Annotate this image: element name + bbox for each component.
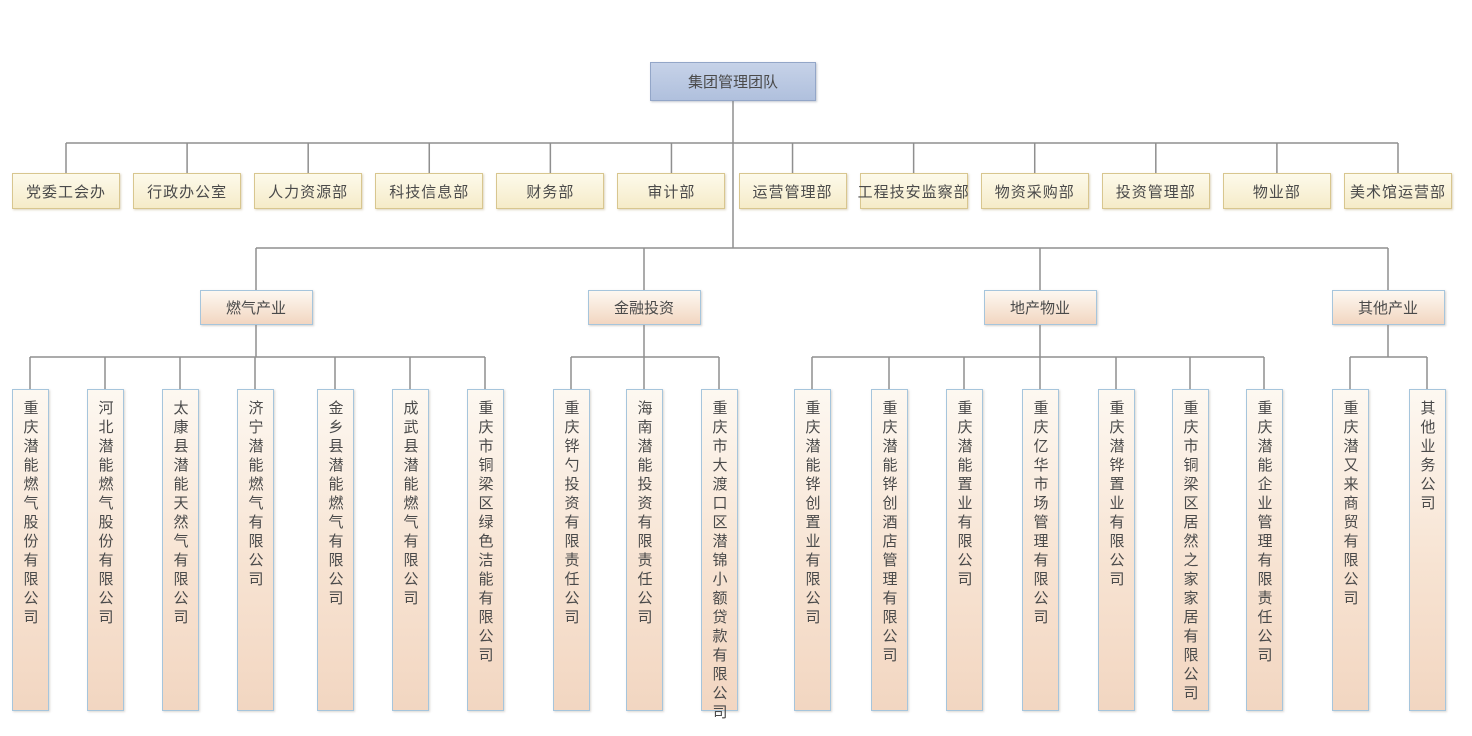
company-node-label: 重庆潜能燃气股份有限公司 — [21, 400, 39, 628]
department-node-label: 投资管理部 — [1115, 183, 1196, 201]
department-node: 工程技安监察部 — [857, 173, 970, 209]
department-node-label: 行政办公室 — [147, 183, 228, 201]
department-node: 物业部 — [1222, 173, 1331, 209]
department-node: 科技信息部 — [375, 173, 484, 209]
department-node-label: 工程技安监察部 — [857, 183, 970, 201]
department-node: 投资管理部 — [1101, 173, 1210, 209]
department-node-label: 财务部 — [526, 183, 575, 201]
department-node: 物资采购部 — [980, 173, 1089, 209]
department-node-label: 审计部 — [647, 183, 696, 201]
company-node: 其他业务公司 — [1408, 389, 1446, 711]
group-node-label: 地产物业 — [1009, 300, 1070, 317]
company-node: 河北潜能燃气股份有限公司 — [86, 389, 124, 711]
company-node-label: 成武县潜能燃气有限公司 — [401, 400, 419, 609]
department-node-label: 人力资源部 — [268, 183, 349, 201]
company-node: 重庆亿华市场管理有限公司 — [1021, 389, 1059, 711]
connector-path — [29, 101, 1428, 389]
department-node: 行政办公室 — [133, 173, 242, 209]
company-node-label: 重庆市铜梁区居然之家家居有限公司 — [1181, 400, 1199, 704]
company-node: 金乡县潜能燃气有限公司 — [316, 389, 354, 711]
company-node-label: 重庆潜能企业管理有限责任公司 — [1255, 400, 1273, 666]
company-node-label: 海南潜能投资有限责任公司 — [635, 400, 653, 628]
department-node-label: 美术馆运营部 — [1349, 183, 1446, 201]
company-node-label: 重庆潜能铧创酒店管理有限公司 — [880, 400, 898, 666]
group-node: 燃气产业 — [199, 290, 313, 325]
company-node: 重庆潜铧置业有限公司 — [1097, 389, 1135, 711]
company-node-label: 重庆潜能铧创置业有限公司 — [803, 400, 821, 628]
department-node-label: 党委工会办 — [25, 183, 106, 201]
company-node: 太康县潜能天然气有限公司 — [161, 389, 199, 711]
root-node-label: 集团管理团队 — [687, 74, 778, 91]
company-node-label: 重庆市大渡口区潜锦小额贷款有限公司 — [710, 400, 728, 723]
company-node-label: 重庆潜又来商贸有限公司 — [1341, 400, 1359, 609]
department-node-label: 物资采购部 — [994, 183, 1075, 201]
department-node: 党委工会办 — [12, 173, 120, 209]
company-node-label: 河北潜能燃气股份有限公司 — [96, 400, 114, 628]
department-node: 运营管理部 — [738, 173, 847, 209]
group-node-label: 燃气产业 — [225, 300, 286, 317]
company-node: 重庆潜能铧创置业有限公司 — [793, 389, 831, 711]
group-node: 其他产业 — [1331, 290, 1445, 325]
company-node-label: 济宁潜能燃气有限公司 — [246, 400, 264, 590]
company-node: 重庆市铜梁区绿色洁能有限公司 — [466, 389, 504, 711]
department-node-label: 运营管理部 — [752, 183, 833, 201]
department-node-label: 物业部 — [1252, 183, 1301, 201]
root-node: 集团管理团队 — [650, 62, 816, 101]
group-node: 地产物业 — [983, 290, 1097, 325]
company-node: 重庆潜能燃气股份有限公司 — [11, 389, 49, 711]
company-node-label: 重庆亿华市场管理有限公司 — [1031, 400, 1049, 628]
company-node-label: 其他业务公司 — [1418, 400, 1436, 514]
department-node-label: 科技信息部 — [389, 183, 470, 201]
company-node: 重庆潜又来商贸有限公司 — [1331, 389, 1369, 711]
department-node: 财务部 — [496, 173, 605, 209]
department-node: 美术馆运营部 — [1343, 173, 1452, 209]
company-node: 重庆市铜梁区居然之家家居有限公司 — [1171, 389, 1209, 711]
group-node-label: 其他产业 — [1357, 300, 1418, 317]
company-node-label: 重庆铧勺投资有限责任公司 — [562, 400, 580, 628]
company-node: 重庆潜能企业管理有限责任公司 — [1245, 389, 1283, 711]
company-node: 重庆潜能置业有限公司 — [945, 389, 983, 711]
company-node-label: 太康县潜能天然气有限公司 — [171, 400, 189, 628]
group-node-label: 金融投资 — [613, 300, 674, 317]
company-node: 重庆潜能铧创酒店管理有限公司 — [870, 389, 908, 711]
company-node: 重庆铧勺投资有限责任公司 — [552, 389, 590, 711]
group-node: 金融投资 — [587, 290, 701, 325]
company-node-label: 重庆市铜梁区绿色洁能有限公司 — [476, 400, 494, 666]
department-node: 审计部 — [617, 173, 726, 209]
company-node: 济宁潜能燃气有限公司 — [236, 389, 274, 711]
company-node-label: 重庆潜能置业有限公司 — [955, 400, 973, 590]
company-node: 重庆市大渡口区潜锦小额贷款有限公司 — [700, 389, 738, 723]
company-node: 成武县潜能燃气有限公司 — [391, 389, 429, 711]
company-node-label: 金乡县潜能燃气有限公司 — [326, 400, 344, 609]
company-node-label: 重庆潜铧置业有限公司 — [1107, 400, 1125, 590]
department-node: 人力资源部 — [254, 173, 363, 209]
company-node: 海南潜能投资有限责任公司 — [625, 389, 663, 711]
